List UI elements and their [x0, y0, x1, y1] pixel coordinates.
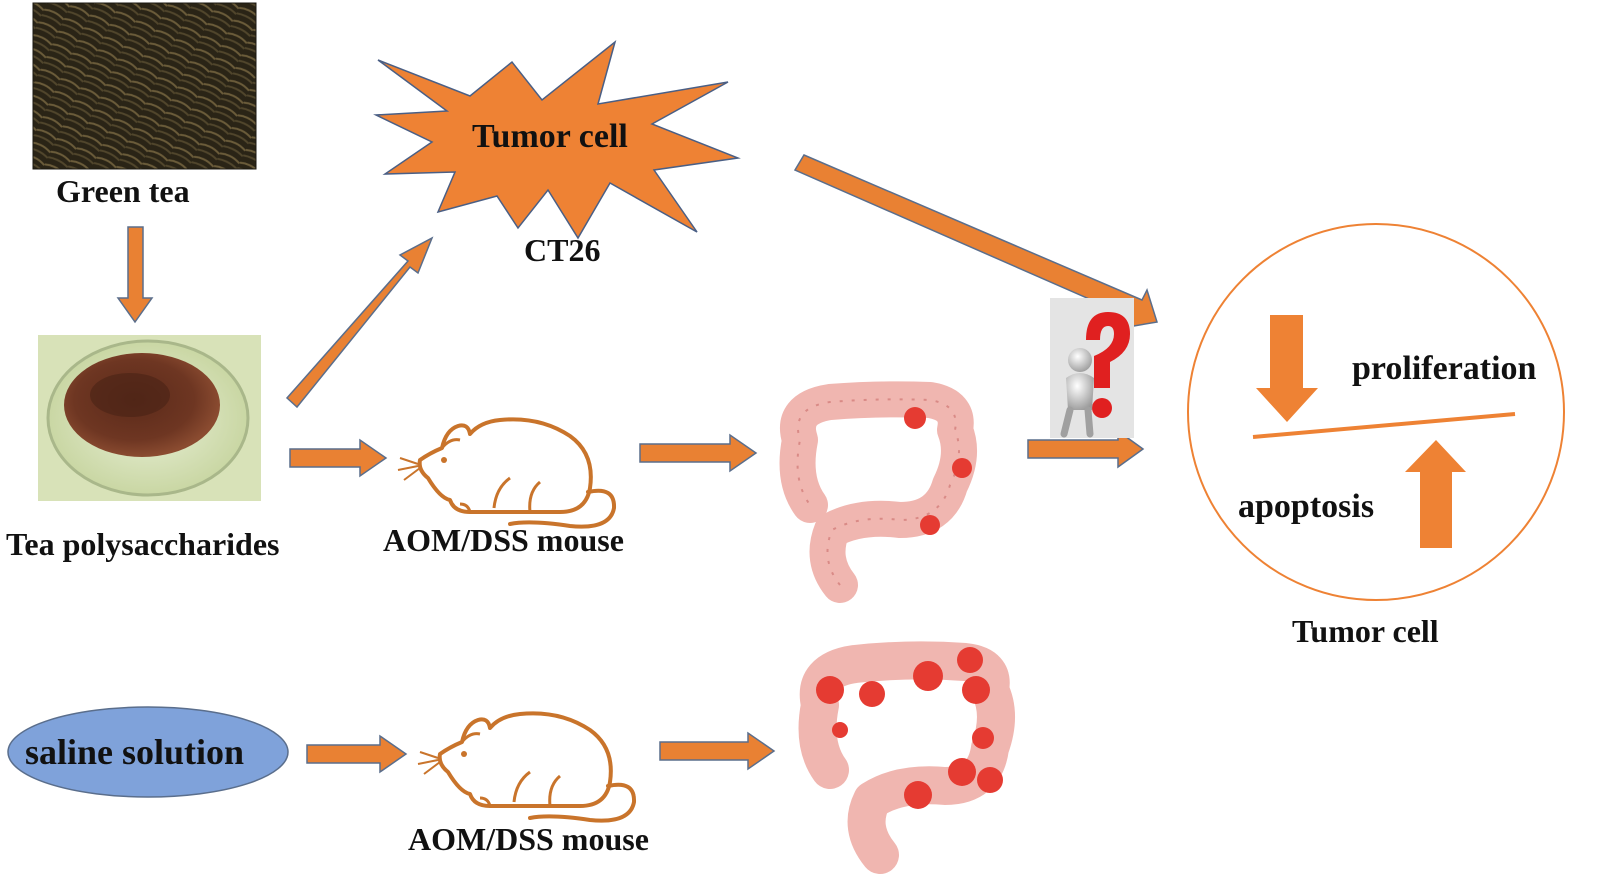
- saline-solution-ellipse: [7, 706, 289, 798]
- label-aom-dss-mouse-treated: AOM/DSS mouse: [383, 522, 624, 558]
- label-aom-dss-mouse-control: AOM/DSS mouse: [408, 821, 649, 857]
- arrow-powder-to-tumorcell: [285, 236, 434, 409]
- balance-line: [1252, 412, 1516, 439]
- label-tumor-cell-result: Tumor cell: [1292, 613, 1439, 649]
- arrow-control-mouse-to-colon: [659, 731, 776, 771]
- colon-icon: [798, 641, 1015, 874]
- label-apoptosis: apoptosis: [1238, 488, 1375, 525]
- mouse-icon: [396, 417, 617, 529]
- label-ct26: CT26: [524, 232, 601, 268]
- tea-polysaccharide-powder-photo: [38, 335, 261, 501]
- label-green-tea: Green tea: [56, 173, 190, 209]
- mouse-icon: [416, 711, 637, 823]
- label-saline-solution: saline solution: [25, 732, 245, 772]
- tumor-cell-star: [373, 39, 741, 240]
- label-tumor-cell-star: Tumor cell: [472, 118, 628, 155]
- arrow-colon-to-result: [1027, 429, 1145, 469]
- question-mark-person-icon: [1050, 298, 1134, 438]
- arrow-mouse-to-colon: [639, 433, 758, 473]
- colon-icon: [779, 381, 977, 603]
- arrow-saline-to-mouse: [306, 734, 408, 774]
- arrow-greentea-to-powder: [116, 226, 154, 324]
- green-tea-leaves-photo: [32, 2, 257, 170]
- proliferation-down-arrow: [1256, 315, 1318, 422]
- result-circle: [1187, 223, 1565, 601]
- label-tea-polysaccharides: Tea polysaccharides: [6, 526, 280, 562]
- label-proliferation: proliferation: [1352, 350, 1537, 387]
- arrow-powder-to-mouse: [289, 438, 388, 478]
- apoptosis-up-arrow: [1405, 440, 1466, 548]
